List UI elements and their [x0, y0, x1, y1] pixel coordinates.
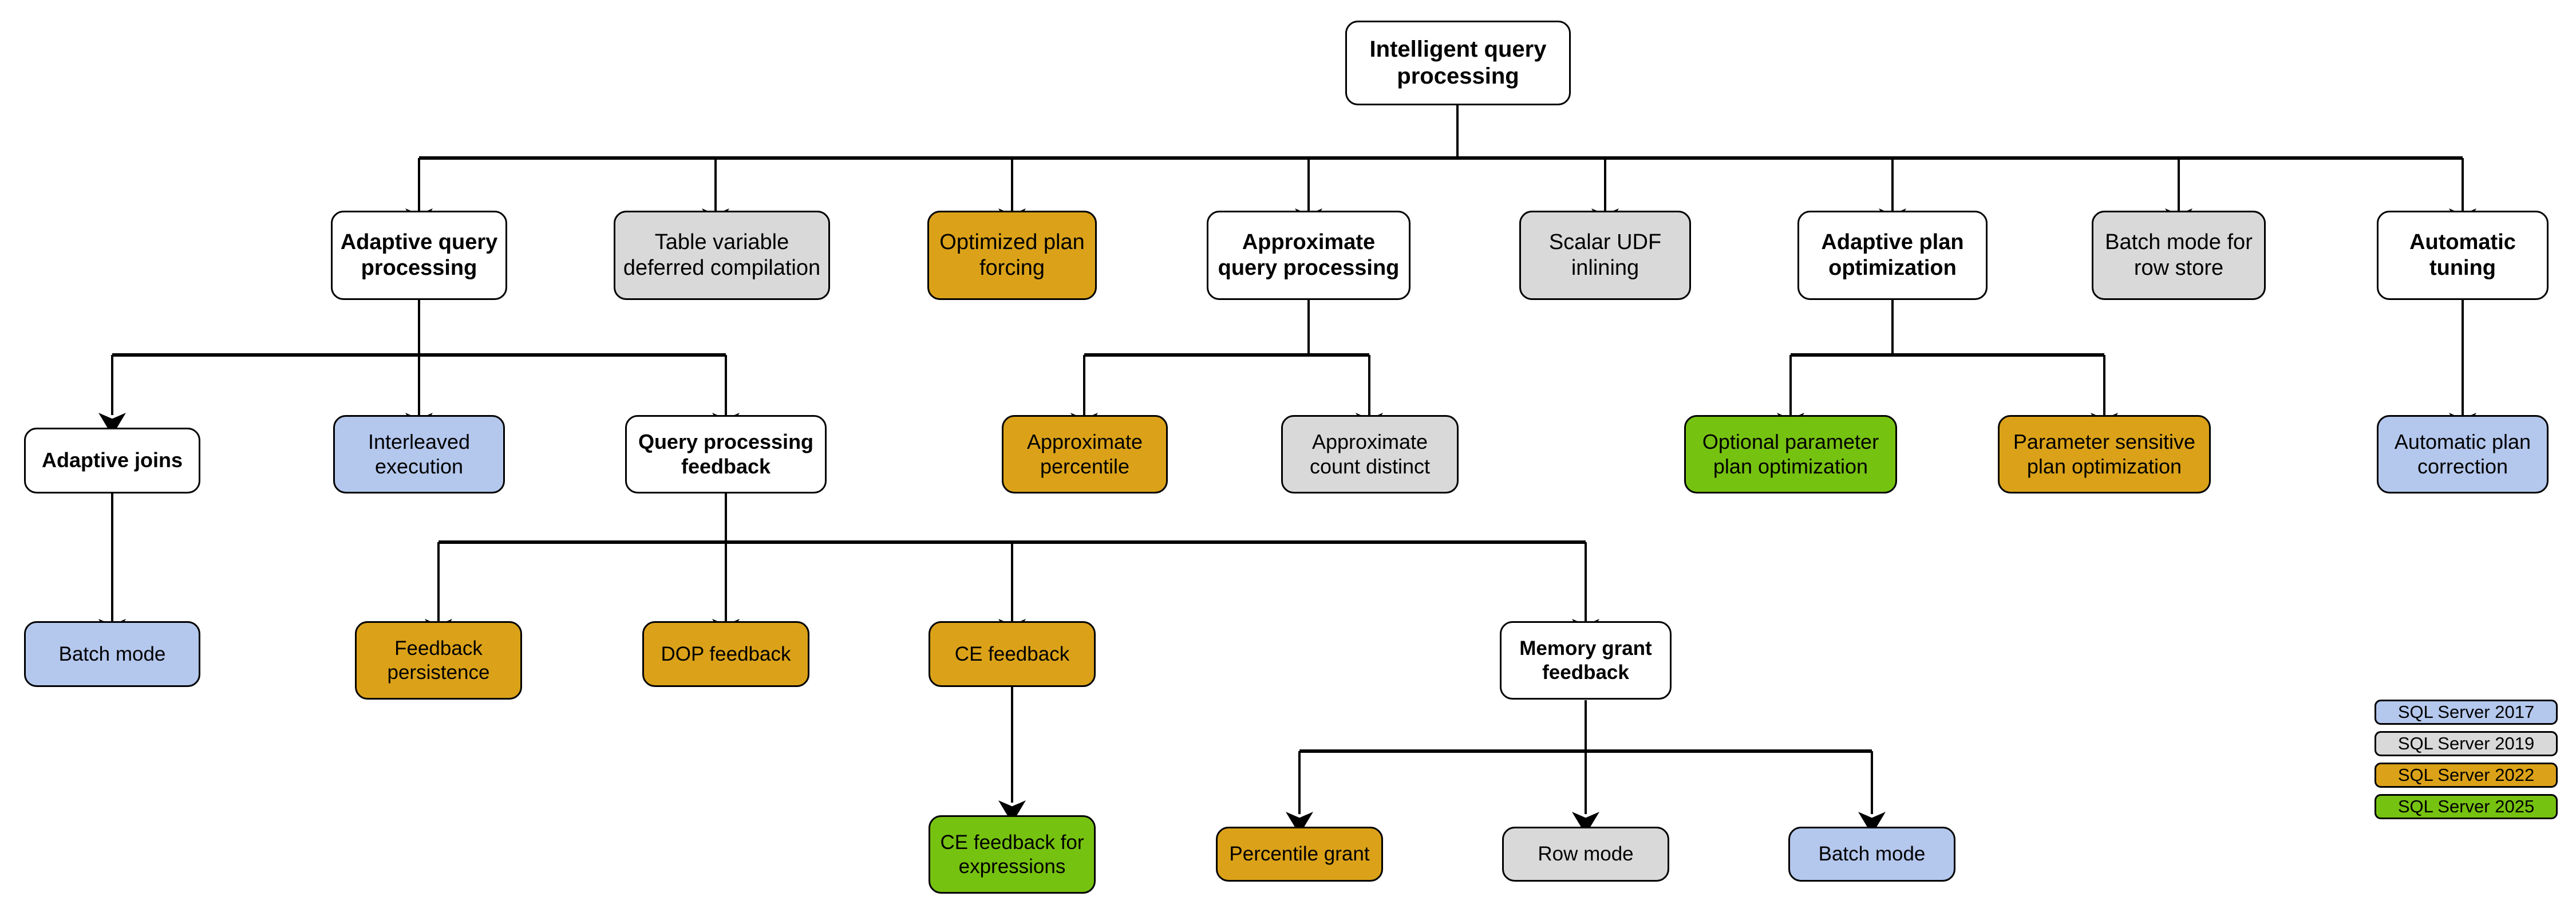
node-percentile-grant[interactable]: Percentile grant — [1216, 827, 1383, 882]
node-batch-mode-for-row-store[interactable]: Batch mode for row store — [2092, 211, 2266, 300]
node-label: CE feedback — [954, 642, 1070, 665]
node-approximate-count-distinct[interactable]: Approximate count distinct — [1281, 415, 1459, 493]
node-feedback-persistence[interactable]: Feedback persistence — [355, 621, 522, 700]
node-memory-grant-feedback[interactable]: Memory grant feedback — [1500, 621, 1672, 700]
node-label: Batch mode — [1818, 843, 1926, 866]
node-label: Automatic plan correction — [2394, 430, 2531, 478]
node-label: Automatic tuning — [2409, 230, 2516, 280]
legend-item-label: SQL Server 2017 — [2397, 702, 2535, 722]
node-interleaved-execution[interactable]: Interleaved execution — [333, 415, 505, 493]
node-label: Table variable deferred compilation — [623, 230, 821, 280]
node-dop-feedback[interactable]: DOP feedback — [642, 621, 809, 687]
node-label: Approximate query processing — [1218, 230, 1400, 280]
node-label: Optimized plan forcing — [939, 230, 1085, 280]
node-query-processing-feedback[interactable]: Query processing feedback — [625, 415, 827, 493]
node-batch-mode-adaptive-joins[interactable]: Batch mode — [24, 621, 200, 687]
legend-item-sql-server-2017[interactable]: SQL Server 2017 — [2374, 700, 2558, 725]
node-scalar-udf-inlining[interactable]: Scalar UDF inlining — [1519, 211, 1691, 300]
node-approximate-query-processing[interactable]: Approximate query processing — [1207, 211, 1411, 300]
legend-item-label: SQL Server 2022 — [2397, 765, 2535, 785]
node-adaptive-plan-optimization[interactable]: Adaptive plan optimization — [1797, 211, 1988, 300]
node-label: Adaptive query processing — [340, 230, 498, 280]
node-adaptive-joins[interactable]: Adaptive joins — [24, 428, 200, 493]
node-label: Adaptive plan optimization — [1821, 230, 1964, 280]
node-label: Intelligent query processing — [1369, 36, 1547, 89]
node-label: Percentile grant — [1229, 843, 1370, 866]
node-ce-feedback-for-expressions[interactable]: CE feedback for expressions — [929, 815, 1096, 894]
node-adaptive-query-processing[interactable]: Adaptive query processing — [331, 211, 507, 300]
node-label: Optional parameter plan optimization — [1702, 430, 1879, 478]
node-label: CE feedback for expressions — [940, 831, 1084, 878]
node-batch-mode-memory-grant[interactable]: Batch mode — [1788, 827, 1955, 882]
node-ce-feedback[interactable]: CE feedback — [929, 621, 1096, 687]
legend-item-label: SQL Server 2025 — [2397, 796, 2535, 816]
legend-item-label: SQL Server 2019 — [2397, 733, 2535, 753]
node-parameter-sensitive-plan-optimization[interactable]: Parameter sensitive plan optimization — [1998, 415, 2211, 493]
node-label: Approximate count distinct — [1309, 430, 1431, 478]
node-approximate-percentile[interactable]: Approximate percentile — [1002, 415, 1168, 493]
node-intelligent-query-processing[interactable]: Intelligent query processing — [1345, 21, 1571, 105]
node-label: Query processing feedback — [638, 430, 814, 478]
legend-item-sql-server-2019[interactable]: SQL Server 2019 — [2374, 731, 2558, 756]
node-label: Approximate percentile — [1026, 430, 1143, 478]
node-label: Row mode — [1538, 843, 1634, 866]
node-label: Scalar UDF inlining — [1548, 230, 1662, 280]
node-label: Adaptive joins — [41, 448, 183, 472]
node-table-variable-deferred-compilation[interactable]: Table variable deferred compilation — [614, 211, 830, 300]
legend: SQL Server 2017 SQL Server 2019 SQL Serv… — [2374, 700, 2558, 819]
node-label: DOP feedback — [661, 642, 791, 665]
node-optional-parameter-plan-optimization[interactable]: Optional parameter plan optimization — [1684, 415, 1897, 493]
node-label: Interleaved execution — [368, 430, 471, 478]
legend-item-sql-server-2022[interactable]: SQL Server 2022 — [2374, 763, 2558, 788]
node-row-mode[interactable]: Row mode — [1502, 827, 1669, 882]
node-automatic-tuning[interactable]: Automatic tuning — [2377, 211, 2549, 300]
node-label: Feedback persistence — [387, 637, 490, 684]
node-optimized-plan-forcing[interactable]: Optimized plan forcing — [927, 211, 1097, 300]
node-label: Batch mode for row store — [2105, 230, 2253, 280]
node-label: Batch mode — [58, 642, 166, 665]
node-label: Parameter sensitive plan optimization — [2013, 430, 2196, 478]
legend-item-sql-server-2025[interactable]: SQL Server 2025 — [2374, 794, 2558, 819]
node-automatic-plan-correction[interactable]: Automatic plan correction — [2377, 415, 2549, 493]
node-label: Memory grant feedback — [1519, 637, 1652, 684]
